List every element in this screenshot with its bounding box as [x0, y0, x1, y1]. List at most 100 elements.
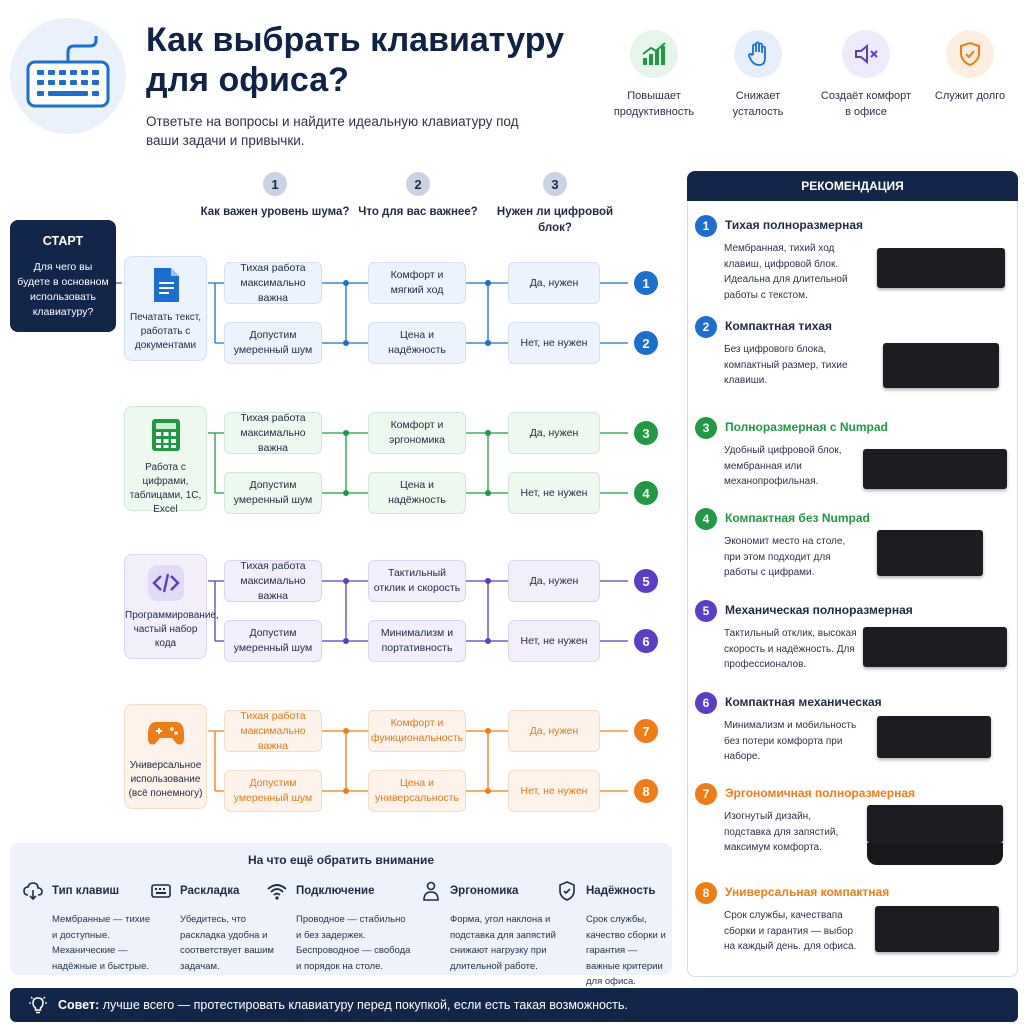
result-badge[interactable]: 1: [634, 271, 658, 295]
keyboard-hero-icon: [10, 18, 126, 134]
tip-banner: Совет: лучше всего — протестировать клав…: [10, 988, 1018, 1022]
option-priority-b[interactable]: Цена и универсальность: [368, 770, 466, 812]
shield-check-icon: [946, 30, 994, 78]
feature-durability: Служит долго: [922, 30, 1018, 104]
keyboard-image: [863, 627, 1007, 667]
keyboard-image: [867, 805, 1003, 843]
question-2: 2 Что для вас важнее?: [343, 172, 493, 220]
attention-item: Раскладка Убедитесь, что раскладка удобн…: [150, 880, 280, 974]
attention-item-desc: Мембранные — тихие и доступные. Механиче…: [52, 914, 151, 972]
rec-title: Универсальная компактная: [725, 885, 890, 899]
option-numpad-yes[interactable]: Да, нужен: [508, 262, 600, 304]
feature-label: Создаёт комфорт в офисе: [820, 90, 912, 118]
option-priority-a[interactable]: Комфорт и эргономика: [368, 412, 466, 454]
rec-description: Удобный цифровой блок, мембранная или ме…: [724, 445, 842, 487]
feature-productivity: Повышает продуктивность: [606, 30, 702, 120]
page-subtitle: Ответьте на вопросы и найдите идеальную …: [146, 114, 519, 148]
attention-item: Тип клавиш Мембранные — тихие и доступны…: [22, 880, 152, 974]
rec-number: 4: [695, 508, 717, 530]
question-number: 2: [406, 172, 430, 196]
person-icon: [423, 881, 439, 901]
category-numbers[interactable]: Работа с цифрами, таблицами, 1С, Excel: [124, 406, 207, 515]
option-numpad-no[interactable]: Нет, не нужен: [508, 770, 600, 812]
category-universal[interactable]: Универсальное использование (всё понемно…: [124, 704, 207, 809]
option-priority-b[interactable]: Цена и надёжность: [368, 472, 466, 514]
hand-icon: [734, 30, 782, 78]
result-badge[interactable]: 2: [634, 331, 658, 355]
category-label: Программирование, частый набор кода: [125, 610, 219, 649]
code-icon: [146, 563, 186, 603]
rec-number: 3: [695, 417, 717, 439]
question-number: 3: [543, 172, 567, 196]
attention-item: Надёжность Срок службы, качество сборки …: [556, 880, 670, 990]
attention-item-title: Надёжность: [586, 885, 656, 897]
attention-item: Эргономика Форма, угол наклона и подстав…: [420, 880, 560, 974]
result-badge[interactable]: 4: [634, 481, 658, 505]
attention-item-desc: Срок службы, качество сборки и гарантия …: [586, 914, 666, 987]
attention-item-desc: Форма, угол наклона и подставка для запя…: [450, 914, 556, 972]
cloud-keys-icon: [23, 882, 43, 901]
option-priority-a[interactable]: Комфорт и мягкий ход: [368, 262, 466, 304]
category-label: Печатать текст, работать с документами: [129, 312, 202, 351]
rec-title: Эргономичная полноразмерная: [725, 786, 916, 800]
attention-item: Подключение Проводное — стабильно и без …: [266, 880, 411, 974]
feature-comfort: Создаёт комфорт в офисе: [818, 30, 914, 120]
rec-description: Минимализм и мобильность без потери комф…: [724, 720, 857, 762]
option-moderate-noise[interactable]: Допустим умеренный шум: [224, 472, 322, 514]
attention-item-title: Подключение: [296, 885, 375, 897]
rec-description: Без цифрового блока, компактный размер, …: [724, 344, 848, 386]
keyboard-image: [883, 343, 999, 388]
attention-item-desc: Проводное — стабильно и без задержек. Бе…: [296, 914, 411, 972]
option-priority-b[interactable]: Цена и надёжность: [368, 322, 466, 364]
option-priority-a[interactable]: Тактильный отклик и скорость: [368, 560, 466, 602]
start-label: СТАРТ: [42, 234, 84, 248]
option-numpad-yes[interactable]: Да, нужен: [508, 710, 600, 752]
option-moderate-noise[interactable]: Допустим умеренный шум: [224, 620, 322, 662]
result-badge[interactable]: 7: [634, 719, 658, 743]
rec-title: Компактная тихая: [725, 319, 833, 333]
option-priority-a[interactable]: Комфорт и функциональность: [368, 710, 466, 752]
category-label: Работа с цифрами, таблицами, 1С, Excel: [129, 462, 202, 515]
tip-label: Совет:: [58, 998, 100, 1012]
recommendation-header: РЕКОМЕНДАЦИЯ: [687, 171, 1018, 201]
question-text: Что для вас важнее?: [358, 206, 478, 218]
option-numpad-no[interactable]: Нет, не нужен: [508, 620, 600, 662]
rec-number: 8: [695, 882, 717, 904]
feature-label: Служит долго: [934, 90, 1006, 102]
option-quiet-important[interactable]: Тихая работа максимально важна: [224, 412, 322, 454]
option-priority-b[interactable]: Минимализм и портативность: [368, 620, 466, 662]
result-badge[interactable]: 6: [634, 629, 658, 653]
category-coding[interactable]: Программирование, частый набор кода: [124, 554, 219, 659]
attention-item-title: Эргономика: [450, 885, 519, 897]
lightbulb-icon: [29, 996, 47, 1014]
option-numpad-yes[interactable]: Да, нужен: [508, 560, 600, 602]
keyboard-image: [877, 248, 1005, 288]
option-moderate-noise[interactable]: Допустим умеренный шум: [224, 770, 322, 812]
keyboard-image: [877, 716, 991, 758]
option-quiet-important[interactable]: Тихая работа максимально важна: [224, 560, 322, 602]
question-number: 1: [263, 172, 287, 196]
page-title: Как выбрать клавиатуру для офиса?: [146, 21, 564, 99]
attention-item-desc: Убедитесь, что раскладка удобна и соотве…: [180, 914, 274, 972]
chart-growth-icon: [630, 30, 678, 78]
result-badge[interactable]: 5: [634, 569, 658, 593]
option-numpad-no[interactable]: Нет, не нужен: [508, 472, 600, 514]
rec-title: Компактная без Numpad: [725, 511, 870, 525]
rec-description: Тактильный отклик, высокая скорость и на…: [724, 628, 857, 670]
option-quiet-important[interactable]: Тихая работа максимально важна: [224, 710, 322, 752]
keyboard-image: [863, 449, 1007, 489]
result-badge[interactable]: 8: [634, 779, 658, 803]
rec-title: Компактная механическая: [725, 695, 882, 709]
attention-item-title: Раскладка: [180, 885, 240, 897]
result-badge[interactable]: 3: [634, 421, 658, 445]
category-label: Универсальное использование (всё понемно…: [128, 760, 203, 799]
document-icon: [146, 265, 186, 305]
option-numpad-no[interactable]: Нет, не нужен: [508, 322, 600, 364]
rec-title: Тихая полноразмерная: [725, 218, 864, 232]
option-numpad-yes[interactable]: Да, нужен: [508, 412, 600, 454]
option-quiet-important[interactable]: Тихая работа максимально важна: [224, 262, 322, 304]
rec-number: 6: [695, 692, 717, 714]
category-documents[interactable]: Печатать текст, работать с документами: [124, 256, 207, 361]
option-moderate-noise[interactable]: Допустим умеренный шум: [224, 322, 322, 364]
